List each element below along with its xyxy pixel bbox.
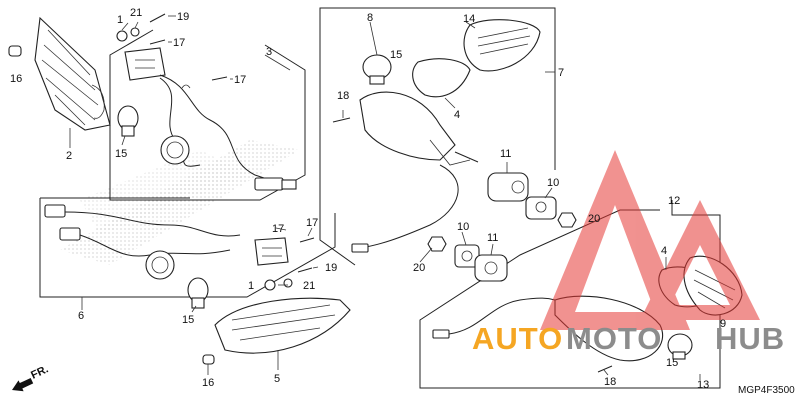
callout-7: 7 — [558, 67, 564, 79]
callout-13: 13 — [697, 379, 709, 391]
part-lens-left-lower — [202, 297, 351, 365]
harness-6 — [44, 204, 315, 309]
callout-1-lower: 1 — [248, 280, 254, 292]
group-box-upper-right — [319, 7, 556, 266]
callout-4-lower: 4 — [661, 245, 667, 257]
callout-6: 6 — [78, 310, 84, 322]
hardware-upper — [116, 13, 228, 81]
callout-3: 3 — [266, 46, 272, 58]
group-box-lower-left — [39, 197, 336, 298]
callout-8: 8 — [367, 12, 373, 24]
callout-21-upper: 21 — [130, 7, 142, 19]
grommet-16-upper — [8, 45, 22, 57]
callout-4-upper: 4 — [454, 109, 460, 121]
callout-15-lower-left: 15 — [182, 314, 194, 326]
bulb-15-upper-left — [117, 105, 139, 137]
watermark-text-moto: MOTO — [566, 321, 662, 356]
blinker-upper — [332, 19, 541, 253]
callout-10-lower: 10 — [457, 221, 469, 233]
callout-16-lower: 16 — [202, 377, 214, 389]
callout-19-upper: 19 — [177, 11, 189, 23]
part-lens-left-upper — [34, 16, 111, 131]
callout-17-lower-b: 17 — [306, 217, 318, 229]
callout-19-lower: 19 — [325, 262, 337, 274]
callout-11-upper: 11 — [500, 148, 511, 160]
watermark-triangle-left — [540, 150, 690, 330]
callout-12: 12 — [668, 195, 680, 207]
callout-5: 5 — [274, 373, 280, 385]
watermark — [540, 150, 760, 330]
grommets-middle — [427, 172, 577, 282]
direction-indicator: FR. — [12, 363, 50, 392]
callout-18-lower: 18 — [604, 376, 616, 388]
callout-17-upper-b: 17 — [234, 74, 246, 86]
callout-2: 2 — [66, 150, 72, 162]
callout-1-upper: 1 — [117, 14, 123, 26]
callout-20-right: 20 — [588, 213, 600, 225]
callout-21-lower: 21 — [303, 280, 315, 292]
callout-18-upper: 18 — [337, 90, 349, 102]
callout-15-upper-right: 15 — [390, 49, 402, 61]
group-box-upper-left — [109, 29, 306, 201]
dotted-background — [60, 140, 300, 265]
callout-11-lower: 11 — [487, 232, 498, 244]
callout-17-upper-a: 17 — [173, 37, 185, 49]
callout-16-upper: 16 — [10, 73, 22, 85]
direction-label: FR. — [29, 363, 50, 381]
watermark-text-hub: HUB — [715, 321, 785, 356]
callout-labels: 1 21 19 17 16 17 3 2 15 8 14 15 7 18 4 1… — [10, 7, 726, 391]
watermark-triangle-right — [640, 200, 760, 320]
front-arrow-icon — [12, 377, 34, 392]
callout-17-lower-a: 17 — [272, 223, 284, 235]
callout-10-upper: 10 — [547, 177, 559, 189]
diagram-code: MGP4F3500 — [738, 385, 795, 396]
callout-14: 14 — [463, 13, 475, 25]
watermark-text-auto: AUTO — [472, 321, 563, 356]
callout-15-lower-right: 15 — [666, 357, 678, 369]
harness-3 — [124, 47, 297, 191]
leader-lines — [69, 15, 701, 380]
callout-15-upper-left: 15 — [115, 148, 127, 160]
callout-9: 9 — [720, 318, 726, 330]
callout-20-left: 20 — [413, 262, 425, 274]
